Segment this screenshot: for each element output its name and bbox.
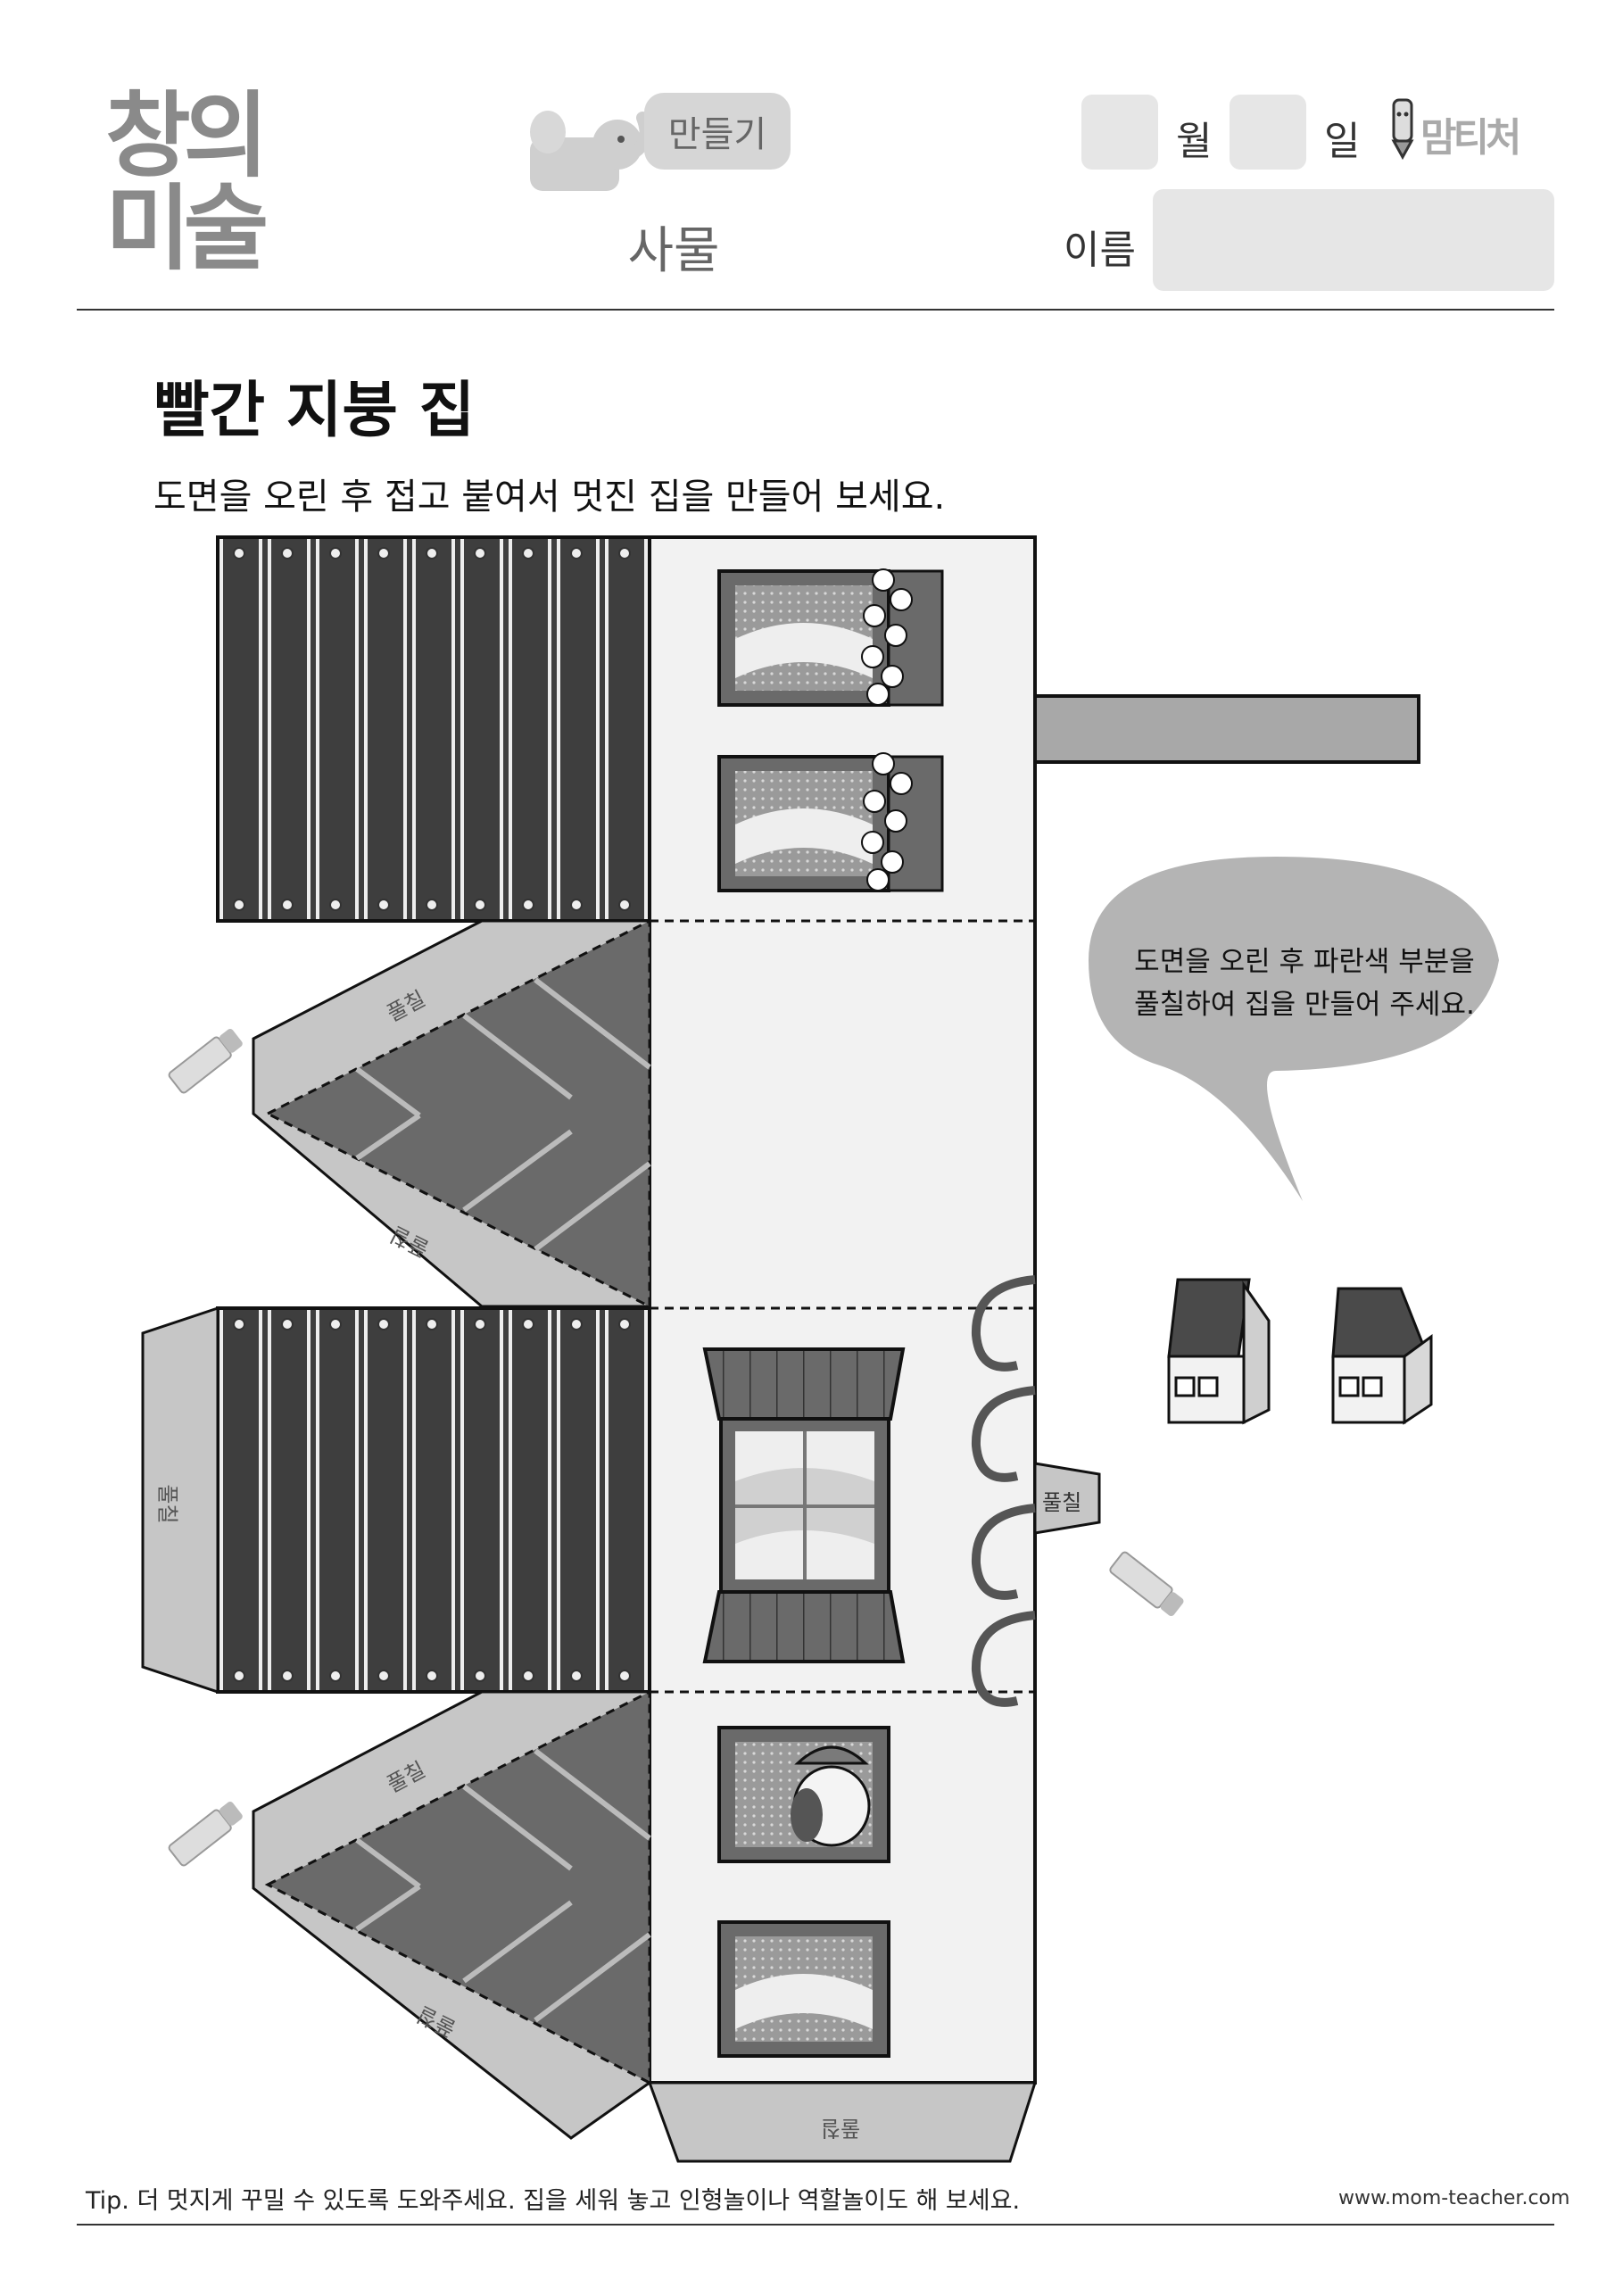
- footer-url[interactable]: www.mom-teacher.com: [1338, 2187, 1570, 2209]
- month-label: 월: [1176, 119, 1213, 164]
- name-input-box[interactable]: [1153, 189, 1554, 291]
- roof-panel-bottom: [216, 1306, 651, 1694]
- worksheet-title: 빨간 지붕 집: [153, 376, 476, 446]
- bubble-line-2: 풀칠하여 집을 만들어 주세요.: [1134, 989, 1475, 1021]
- roof-panel-top: [216, 535, 651, 923]
- glue-label: 풀칠: [821, 2116, 861, 2141]
- day-label: 일: [1324, 119, 1361, 164]
- category-pill: 만들기: [644, 93, 791, 170]
- window-with-shutters: [702, 1347, 906, 1663]
- assembly-illustration: [1167, 1278, 1433, 1425]
- chimney-tab: [1033, 694, 1420, 764]
- vine-decoration: [971, 1275, 1036, 1707]
- logo-changui-misul: 창의 미술: [105, 89, 284, 294]
- day-input-box[interactable]: [1230, 95, 1306, 170]
- glue-stick-icon: [1109, 1551, 1184, 1617]
- speech-bubble: [1089, 857, 1499, 1201]
- month-input-box[interactable]: [1081, 95, 1158, 170]
- worksheet-instruction: 도면을 오린 후 접고 붙여서 멋진 집을 만들어 보세요.: [153, 477, 946, 518]
- glue-stick-icon: [168, 1802, 243, 1867]
- window-with-flowers-1: [717, 568, 944, 707]
- pencil-mascot-icon: [1391, 98, 1414, 161]
- bubble-line-1: 도면을 오린 후 파란색 부분을: [1134, 946, 1475, 978]
- roof-glue-flap: [141, 1305, 219, 1695]
- window-with-dog: [717, 1726, 890, 1863]
- footer-tip: Tip. 더 멋지게 꾸밀 수 있도록 도와주세요. 집을 세워 놓고 인형놀이…: [86, 2187, 1021, 2215]
- gable-top: [252, 918, 651, 1309]
- subcategory-label: 사물: [627, 222, 720, 280]
- name-label: 이름: [1064, 228, 1136, 273]
- logo-line-2: 미술: [105, 174, 269, 283]
- window-with-flowers-2: [717, 752, 944, 892]
- logo-line-1: 창의: [105, 81, 269, 190]
- header-divider: [77, 309, 1554, 311]
- bottom-glue-flap: [647, 2081, 1038, 2163]
- glue-label: 풀칠: [1042, 1490, 1082, 1515]
- footer-divider: [77, 2224, 1554, 2226]
- gable-bottom: [252, 1689, 651, 2140]
- brand-momteacher: 맘티처: [1420, 115, 1521, 161]
- glue-stick-icon: [168, 1029, 243, 1094]
- speech-bubble-text: 도면을 오린 후 파란색 부분을 풀칠하여 집을 만들어 주세요.: [1099, 941, 1510, 1026]
- glue-label: 풀칠: [154, 1484, 180, 1524]
- window-plain: [717, 1920, 890, 2058]
